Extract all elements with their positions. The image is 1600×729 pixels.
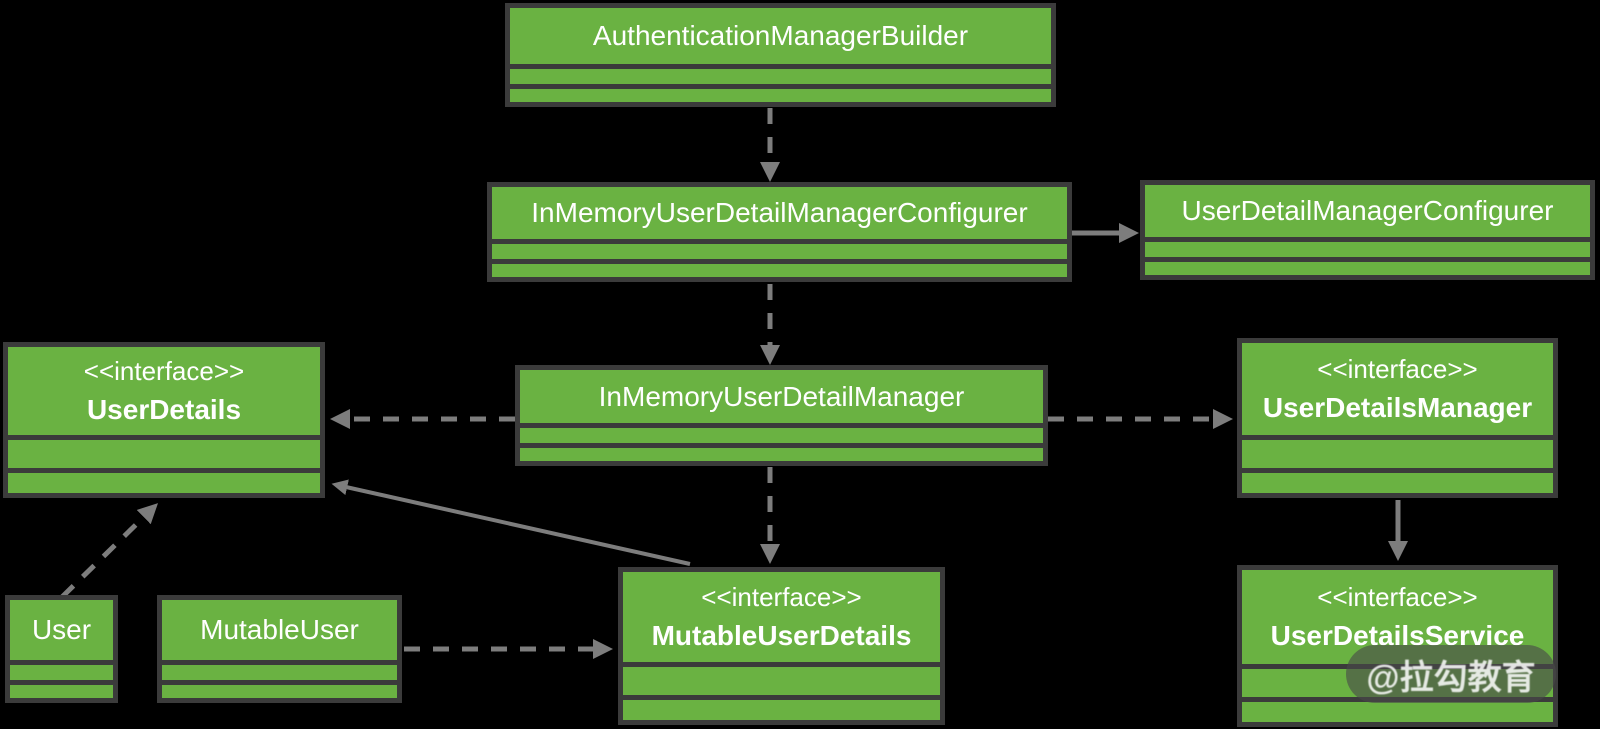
methods-compartment (520, 448, 1043, 461)
watermark-badge: @拉勾教育 (1346, 645, 1556, 703)
class-name: UserDetailManagerConfigurer (1181, 195, 1554, 226)
fields-compartment (520, 428, 1043, 443)
class-name: User (31, 614, 92, 645)
methods-compartment (510, 89, 1051, 102)
arrow-mutableuserdetails-to-userdetails (331, 479, 691, 566)
class-authentication-manager-builder: AuthenticationManagerBuilder (505, 3, 1056, 107)
fields-compartment (8, 440, 320, 468)
methods-compartment (1145, 262, 1590, 275)
class-name: AuthenticationManagerBuilder (592, 20, 969, 51)
fields-compartment (623, 667, 940, 695)
methods-compartment (1242, 702, 1553, 722)
interface-stereotype: <<interface>> (83, 356, 245, 386)
class-user-detail-manager-configurer: UserDetailManagerConfigurer (1140, 180, 1595, 280)
methods-compartment (1242, 473, 1553, 493)
interface-stereotype: <<interface>> (1317, 582, 1478, 612)
fields-compartment (510, 69, 1051, 84)
watermark-text: @拉勾教育 (1366, 658, 1536, 697)
interface-stereotype: <<interface>> (701, 582, 862, 612)
fields-compartment (10, 665, 113, 680)
interface-stereotype: <<interface>> (1317, 354, 1478, 384)
class-title-compartment: AuthenticationManagerBuilder (510, 8, 1051, 64)
interface-name: UserDetailsManager (1262, 392, 1533, 423)
methods-compartment (623, 700, 940, 720)
interface-user-details-manager: <<interface>> UserDetailsManager (1237, 338, 1558, 498)
class-name: MutableUser (200, 614, 359, 645)
class-in-memory-user-detail-manager: InMemoryUserDetailManager (515, 365, 1048, 466)
class-name: InMemoryUserDetailManagerConfigurer (531, 197, 1028, 228)
class-title-compartment: UserDetailManagerConfigurer (1145, 185, 1590, 237)
class-in-memory-user-detail-manager-configurer: InMemoryUserDetailManagerConfigurer (487, 182, 1072, 282)
interface-name: MutableUserDetails (651, 620, 912, 651)
class-title-compartment: MutableUser (162, 600, 397, 660)
fields-compartment (492, 244, 1067, 259)
interface-title-compartment: <<interface>> UserDetails (8, 347, 320, 435)
class-user: User (5, 595, 118, 703)
class-title-compartment: User (10, 600, 113, 660)
methods-compartment (8, 473, 320, 493)
arrow-user-to-userdetails (60, 503, 159, 599)
class-mutable-user: MutableUser (157, 595, 402, 703)
fields-compartment (162, 665, 397, 680)
fields-compartment (1242, 440, 1553, 468)
interface-user-details: <<interface>> UserDetails (3, 342, 325, 498)
methods-compartment (162, 685, 397, 698)
methods-compartment (492, 264, 1067, 277)
class-title-compartment: InMemoryUserDetailManagerConfigurer (492, 187, 1067, 239)
interface-mutable-user-details: <<interface>> MutableUserDetails (618, 567, 945, 725)
fields-compartment (1145, 242, 1590, 257)
methods-compartment (10, 685, 113, 698)
class-title-compartment: InMemoryUserDetailManager (520, 370, 1043, 423)
class-name: InMemoryUserDetailManager (598, 380, 965, 412)
interface-title-compartment: <<interface>> UserDetailsManager (1242, 343, 1553, 435)
interface-title-compartment: <<interface>> MutableUserDetails (623, 572, 940, 662)
interface-name: UserDetails (86, 394, 242, 425)
